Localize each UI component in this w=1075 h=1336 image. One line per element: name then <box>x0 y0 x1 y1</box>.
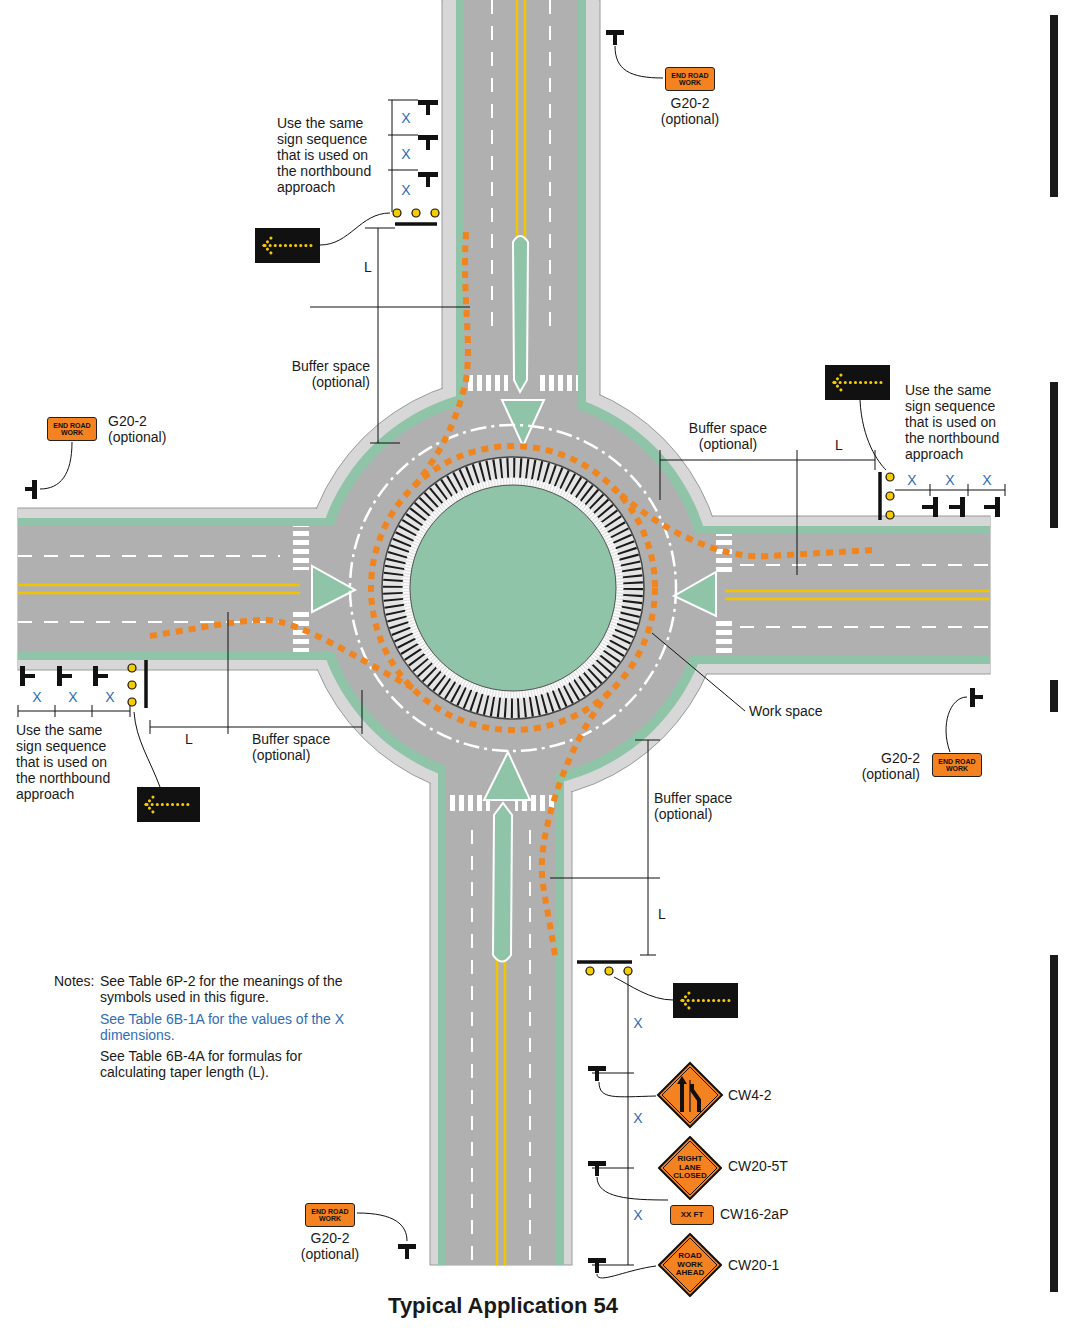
dimension-x: X <box>630 1015 646 1031</box>
annotation-label: CW20-5T <box>728 1158 798 1174</box>
dimension-x: X <box>398 182 414 198</box>
sign-legend: END ROAD WORK <box>308 1208 352 1223</box>
annotation-label: Buffer space (optional) <box>270 358 370 390</box>
annotation-label: Work space <box>749 703 849 719</box>
dimension-x: X <box>398 110 414 126</box>
notes-heading: Notes: <box>54 973 100 989</box>
dimension-x: X <box>630 1110 646 1126</box>
road-work-sign: END ROAD WORK <box>932 753 982 777</box>
sign-legend: END ROAD WORK <box>935 758 979 773</box>
annotation-label: CW16-2aP <box>720 1206 800 1222</box>
annotation-label: Buffer space (optional) <box>252 731 352 763</box>
dimension-x: X <box>398 146 414 162</box>
taper-length: L <box>831 437 847 453</box>
taper-length: L <box>181 731 197 747</box>
sign-legend: XX FT <box>673 1211 711 1219</box>
road-work-sign: END ROAD WORK <box>305 1203 355 1227</box>
annotation-label: Use the same sign sequence that is used … <box>277 115 389 195</box>
sign-legend: RIGHT LANE CLOSED <box>670 1155 710 1180</box>
annotation-label: G20-2 (optional) <box>108 413 183 445</box>
warning-sign: ROAD WORK AHEAD <box>658 1233 722 1297</box>
figure-title: Typical Application 54 <box>303 1293 703 1319</box>
annotation-label: G20-2 (optional) <box>650 95 730 127</box>
annotation-label: Buffer space (optional) <box>654 790 754 822</box>
dimension-x: X <box>979 472 995 488</box>
sign-legend: ROAD WORK AHEAD <box>670 1252 710 1277</box>
dimension-x: X <box>904 472 920 488</box>
annotation-label: Use the same sign sequence that is used … <box>16 722 128 802</box>
annotation-label: G20-2 (optional) <box>290 1230 370 1262</box>
dimension-x: X <box>65 689 81 705</box>
note-text: See Table 6B-1A for the values of the X … <box>100 1011 365 1043</box>
annotation-label: CW20-1 <box>728 1257 788 1273</box>
note-text: See Table 6P-2 for the meanings of the s… <box>100 973 365 1005</box>
dimension-x: X <box>942 472 958 488</box>
annotation-label: Buffer space (optional) <box>678 420 778 452</box>
sign-legend: END ROAD WORK <box>668 72 712 87</box>
taper-length: L <box>654 906 670 922</box>
taper-length: L <box>360 259 376 275</box>
dimension-x: X <box>630 1207 646 1223</box>
sign-legend: END ROAD WORK <box>50 422 94 437</box>
dimension-x: X <box>102 689 118 705</box>
annotation-label: CW4-2 <box>728 1087 788 1103</box>
road-work-sign: END ROAD WORK <box>665 67 715 91</box>
road-work-sign: XX FT <box>670 1205 714 1225</box>
note-text: See Table 6B-4A for formulas for calcula… <box>100 1048 365 1080</box>
warning-sign: RIGHT LANE CLOSED <box>658 1136 722 1200</box>
annotation-label: G20-2 (optional) <box>845 750 920 782</box>
road-work-sign: END ROAD WORK <box>47 417 97 441</box>
dimension-x: X <box>29 689 45 705</box>
annotation-label: Use the same sign sequence that is used … <box>905 382 1017 462</box>
